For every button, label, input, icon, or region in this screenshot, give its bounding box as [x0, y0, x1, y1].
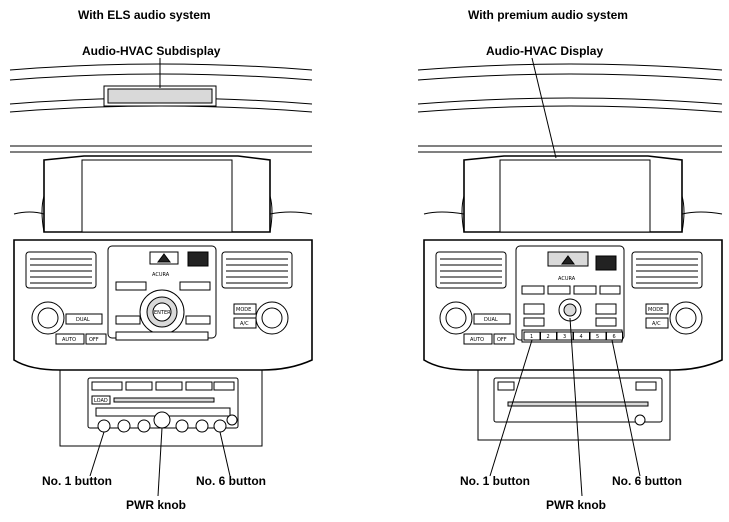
left-preset-3[interactable]	[137, 419, 151, 433]
left-cd-btn-1[interactable]	[91, 381, 123, 391]
left-cd-btn-2[interactable]	[125, 381, 153, 391]
right-vent-l	[435, 251, 507, 289]
right-dual-text: DUAL	[484, 317, 498, 323]
right-display-callout: Audio-HVAC Display	[486, 44, 604, 58]
left-ac-text: A/C	[240, 321, 249, 327]
left-cd-btn-3[interactable]	[155, 381, 183, 391]
right-dashboard: ACURA 1 2 3 4 5 6 DUAL AUTO OFF MODE A/C	[417, 57, 723, 497]
left-preset-1[interactable]	[97, 419, 111, 433]
right-no1-callout: No. 1 button	[460, 474, 530, 488]
left-button-strip	[115, 331, 209, 341]
right-btn-1[interactable]	[521, 285, 545, 295]
right-auto-text: AUTO	[470, 337, 484, 343]
left-enter-button[interactable]	[152, 302, 172, 322]
left-preset-5[interactable]	[195, 419, 209, 433]
left-cd-btn-4[interactable]	[185, 381, 213, 391]
left-pwr-callout: PWR knob	[126, 498, 186, 512]
right-preset-label: 1	[530, 334, 533, 340]
right-cd-btn-1[interactable]	[497, 381, 515, 391]
left-nav-screen	[81, 159, 233, 233]
left-preset-6[interactable]	[213, 419, 227, 433]
right-btn-8[interactable]	[595, 317, 617, 327]
right-preset-6[interactable]	[606, 331, 623, 341]
right-btn-3[interactable]	[573, 285, 597, 295]
left-eject[interactable]	[226, 414, 238, 426]
left-mode-button[interactable]	[233, 303, 257, 315]
left-cd-btn-5[interactable]	[213, 381, 235, 391]
right-preset-label: 2	[547, 334, 550, 340]
left-dual-text: DUAL	[76, 317, 90, 323]
left-dashboard: ACURA ENTER DUAL AUTO OFF MODE A/C LO	[9, 58, 313, 497]
left-auto-text: AUTO	[62, 337, 76, 343]
right-btn-5[interactable]	[523, 303, 545, 315]
right-btn-7[interactable]	[523, 317, 545, 327]
left-btn-d[interactable]	[185, 315, 211, 325]
left-cd-slot	[113, 397, 215, 403]
right-btn-2[interactable]	[547, 285, 571, 295]
right-preset-label: 4	[580, 334, 583, 340]
right-preset-label: 6	[613, 334, 616, 340]
left-enter-text: ENTER	[154, 310, 171, 316]
left-btn-b[interactable]	[179, 281, 211, 291]
left-preset-2[interactable]	[117, 419, 131, 433]
right-preset-buttons: 1 2 3 4 5 6	[523, 331, 623, 341]
right-nav-screen	[499, 159, 651, 233]
right-ac-text: A/C	[652, 321, 661, 327]
left-btn-c[interactable]	[115, 315, 141, 325]
right-off-button[interactable]	[493, 333, 515, 345]
right-preset-label: 3	[563, 334, 566, 340]
left-load-text: LOAD	[94, 398, 108, 404]
left-vent-r	[221, 251, 293, 289]
left-no1-callout: No. 1 button	[42, 474, 112, 488]
right-cd-slot	[507, 401, 649, 407]
left-btn-a[interactable]	[115, 281, 147, 291]
left-display-callout: Audio-HVAC Subdisplay	[82, 44, 221, 58]
left-dual-button[interactable]	[65, 313, 103, 325]
left-preset-4[interactable]	[175, 419, 189, 433]
left-load-button[interactable]	[91, 395, 111, 405]
left-vent-l	[25, 251, 97, 289]
right-btn-6[interactable]	[595, 303, 617, 315]
left-pwr-knob[interactable]	[153, 411, 171, 429]
right-vent-r	[631, 251, 703, 289]
left-panel-title: With ELS audio system	[78, 8, 211, 22]
right-off-text: OFF	[497, 337, 507, 343]
left-off-button[interactable]	[85, 333, 107, 345]
right-panel-title: With premium audio system	[468, 8, 628, 22]
right-auto-button[interactable]	[463, 333, 493, 345]
right-btn-4[interactable]	[599, 285, 621, 295]
right-no6-callout: No. 6 button	[612, 474, 682, 488]
left-auto-button[interactable]	[55, 333, 85, 345]
right-brand: ACURA	[558, 276, 576, 282]
left-off-text: OFF	[89, 337, 99, 343]
right-mode-text: MODE	[648, 307, 663, 313]
right-preset-label: 5	[596, 334, 599, 340]
left-mode-text: MODE	[236, 307, 251, 313]
right-mode-button[interactable]	[645, 303, 669, 315]
right-ac-button[interactable]	[645, 317, 669, 329]
right-pwr-callout: PWR knob	[546, 498, 606, 512]
right-dual-button[interactable]	[473, 313, 511, 325]
right-cd-btn-2[interactable]	[635, 381, 657, 391]
left-brand: ACURA	[152, 272, 170, 278]
right-cd-changer	[493, 377, 663, 423]
right-eject[interactable]	[634, 414, 646, 426]
left-ac-button[interactable]	[233, 317, 257, 329]
left-no6-callout: No. 6 button	[196, 474, 266, 488]
